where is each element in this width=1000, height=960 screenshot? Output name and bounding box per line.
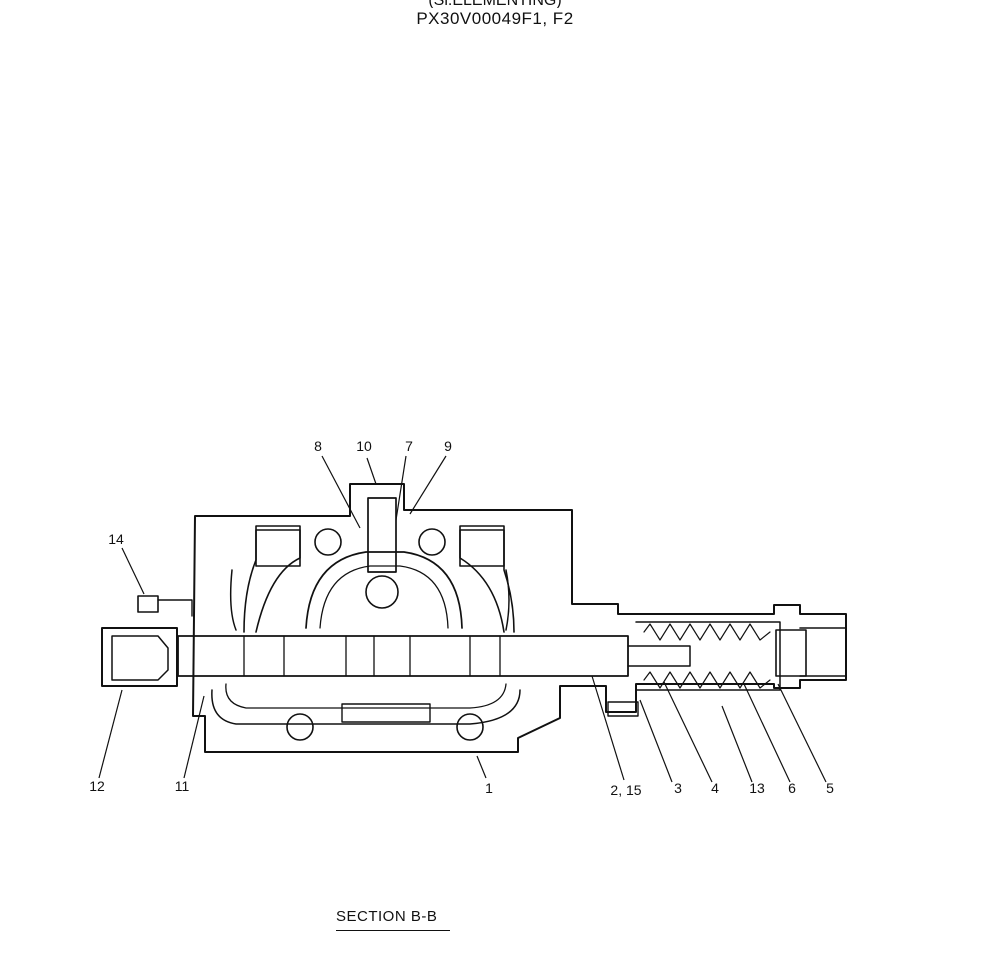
leader-12 <box>98 689 123 779</box>
passage-right <box>459 529 515 633</box>
leader-10 <box>366 457 377 485</box>
section-title-underline <box>336 930 450 931</box>
leader-4 <box>663 681 713 783</box>
leader-13 <box>721 705 753 783</box>
callout-4: 4 <box>711 780 719 796</box>
leader-2-15 <box>591 675 625 781</box>
center-plug <box>367 497 397 573</box>
passage-left <box>243 529 301 633</box>
port-fitting <box>137 595 159 613</box>
leader-7 <box>395 455 407 521</box>
part-number-title: PX30V00049F1, F2 <box>416 9 574 28</box>
leader-3 <box>639 699 673 783</box>
left-end-cap <box>101 627 178 687</box>
leader-9 <box>409 455 447 515</box>
leader-11 <box>183 695 205 779</box>
callout-7: 7 <box>405 438 413 454</box>
callout-13: 13 <box>749 780 765 796</box>
callout-5: 5 <box>826 780 834 796</box>
callout-14: 14 <box>108 531 124 547</box>
spring-chamber <box>635 621 781 691</box>
section-title: SECTION B-B <box>336 908 438 925</box>
callout-2-15: 2, 15 <box>610 782 642 798</box>
callout-8: 8 <box>314 438 322 454</box>
callout-3: 3 <box>674 780 682 796</box>
leader-8 <box>321 455 361 529</box>
callout-6: 6 <box>788 780 796 796</box>
right-poppet <box>459 525 505 567</box>
callout-12: 12 <box>89 778 105 794</box>
right-end-cap <box>799 627 847 677</box>
leader-5 <box>777 683 827 783</box>
callout-11: 11 <box>174 778 190 794</box>
callout-1: 1 <box>485 780 493 796</box>
callout-10: 10 <box>356 438 372 454</box>
spool <box>177 635 629 677</box>
valve-body-outline <box>192 483 847 753</box>
spring-upper <box>643 623 771 641</box>
left-poppet <box>255 525 301 567</box>
leader-1 <box>476 755 487 779</box>
callout-9: 9 <box>444 438 452 454</box>
spring-lower <box>643 671 771 689</box>
cut-off-heading: (Sl.ELEMENTING) <box>0 0 990 8</box>
leader-14 <box>121 547 145 595</box>
leader-6 <box>743 683 791 783</box>
